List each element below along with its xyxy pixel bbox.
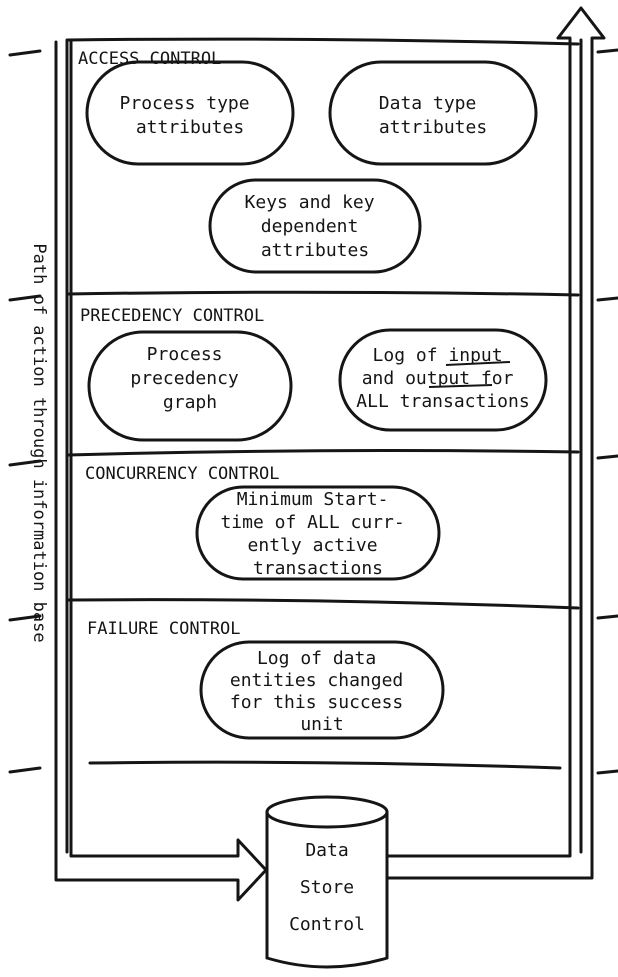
data-type-attributes-text: Data type attributes	[379, 93, 487, 138]
precedency-bottom-divider	[66, 449, 580, 457]
emphasis-underlines	[428, 361, 511, 388]
concurrency-bottom-divider	[66, 598, 580, 610]
data-store-label: Store	[300, 877, 354, 898]
access-control-label: ACCESS CONTROL	[78, 49, 221, 69]
keys-attributes-oval	[208, 178, 422, 274]
process-type-attributes-oval	[85, 60, 295, 166]
process-type-attributes-text: Process type attributes	[120, 93, 261, 138]
failure-bottom-divider	[88, 760, 562, 770]
data-store-label: Control	[289, 914, 365, 935]
process-precedency-graph-text: Process precedency graph	[130, 344, 249, 413]
left-tick-marks	[8, 49, 42, 774]
minimum-start-time-text: Minimum Start- time of ALL curr- ently a…	[220, 489, 415, 579]
log-input-output-oval	[338, 328, 548, 432]
right-tick-marks	[596, 48, 618, 775]
precedency-control-label: PRECEDENCY CONTROL	[80, 306, 264, 326]
log-data-entities-text: Log of data entities changed for this su…	[230, 648, 414, 735]
failure-control-label: FAILURE CONTROL	[87, 619, 241, 639]
data-store-label: Data	[305, 840, 348, 861]
access-top-divider	[66, 37, 580, 46]
log-data-entities-oval	[199, 640, 445, 740]
path-of-action-label: Path of action through information base	[29, 243, 49, 642]
keys-attributes-text: Keys and key dependent attributes	[245, 192, 386, 261]
log-input-output-text: Log of input and output for ALL transact…	[356, 345, 529, 412]
process-precedency-graph-oval	[87, 330, 293, 442]
minimum-start-time-oval	[195, 485, 441, 581]
data-store-cylinder	[265, 795, 389, 969]
concurrency-control-label: CONCURRENCY CONTROL	[85, 464, 279, 484]
access-bottom-divider	[66, 290, 580, 297]
data-type-attributes-oval	[328, 60, 538, 166]
